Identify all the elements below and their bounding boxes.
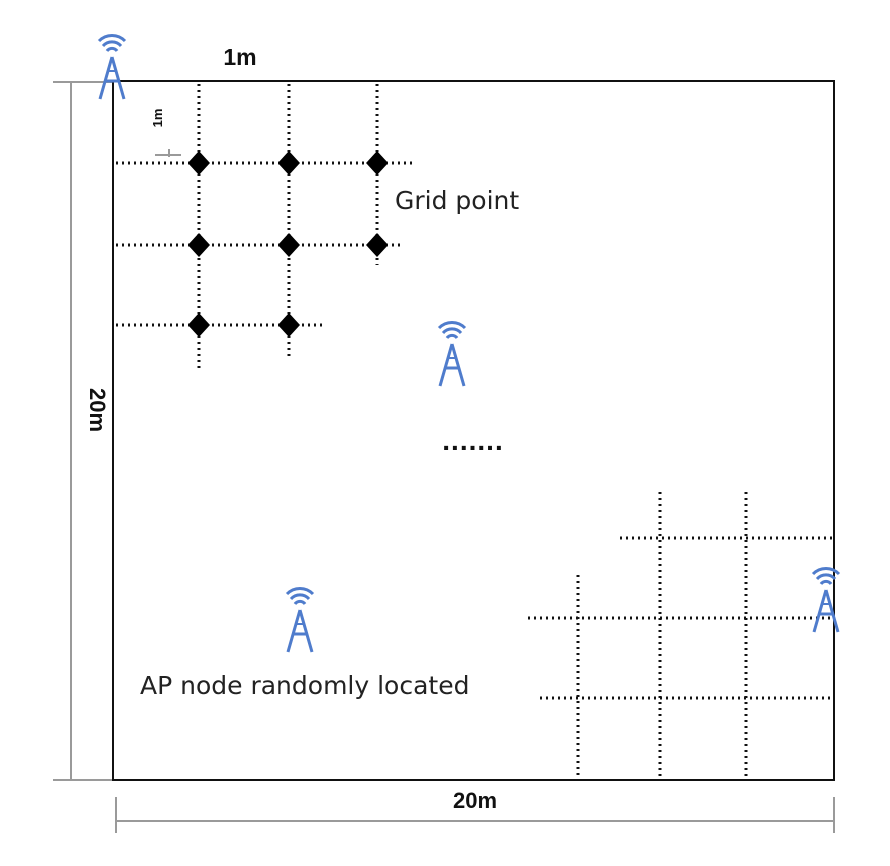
width-dimension: 20m (115, 788, 835, 833)
diamond-point-icon (278, 151, 300, 175)
antenna-tower-icon (285, 586, 315, 654)
grid-point-label: Grid point (395, 186, 519, 215)
diamond-point-icon (188, 151, 210, 175)
diamond-point-icon (188, 233, 210, 257)
ap-node-label: AP node randomly located (140, 671, 469, 700)
antenna-tower-icon (811, 566, 841, 634)
diamond-point-icon (278, 313, 300, 337)
top-spacing-label: 1m (223, 44, 256, 70)
area-border (112, 80, 835, 781)
antenna-tower-icon (437, 320, 467, 388)
diamond-point-icon (278, 233, 300, 257)
height-dimension: 20m (53, 81, 112, 781)
side-spacing-label: 1m (150, 109, 165, 128)
grid-points (188, 151, 388, 337)
diamond-point-icon (188, 313, 210, 337)
spacing-markers (155, 149, 181, 157)
width-label: 20m (453, 788, 497, 813)
diamond-point-icon (366, 233, 388, 257)
ellipsis-label: ....... (442, 425, 503, 456)
height-label: 20m (85, 388, 110, 432)
diamond-point-icon (366, 151, 388, 175)
grid-lines-bottom-right (528, 492, 834, 778)
